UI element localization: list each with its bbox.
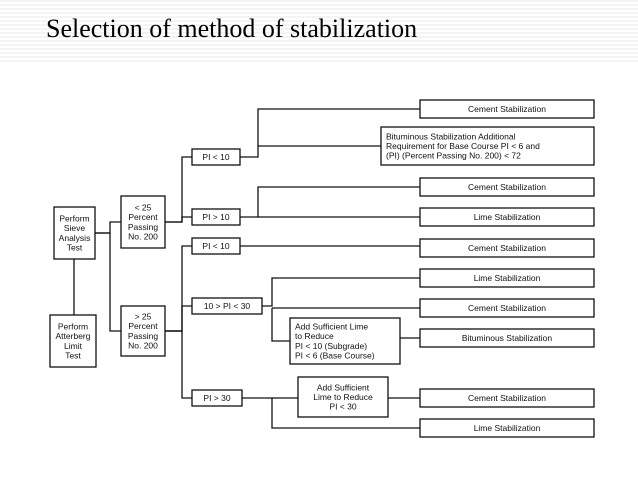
node-label: Perform xyxy=(59,214,89,224)
node-r-cement-1: Cement Stabilization xyxy=(419,99,595,119)
node-box xyxy=(419,418,595,438)
node-r-cement-3: Cement Stabilization xyxy=(419,238,595,258)
node-r-lime-2: Lime Stabilization xyxy=(419,268,595,288)
node-label: Atterberg xyxy=(56,331,91,341)
node-label: PI < 30 xyxy=(329,402,356,412)
node-label: Bituminous Stabilization Additional xyxy=(386,131,516,141)
node-box xyxy=(297,376,389,418)
node-label: Sieve xyxy=(64,223,86,233)
node-label: Cement Stabilization xyxy=(468,104,546,114)
node-label: Limit xyxy=(64,341,83,351)
connector-line xyxy=(165,305,192,332)
node-r-bitum-2: Bituminous Stabilization xyxy=(419,328,595,348)
node-box xyxy=(419,238,595,258)
connector-line xyxy=(95,232,121,332)
node-label: Lime Stabilization xyxy=(474,212,541,222)
node-box xyxy=(419,328,595,348)
connector-line xyxy=(240,186,420,218)
connector-line xyxy=(240,108,420,158)
node-label: Test xyxy=(65,350,81,360)
flowchart-nodes: PerformSieveAnalysisTestPerformAtterberg… xyxy=(49,99,595,438)
title-band xyxy=(0,0,638,62)
node-label: Lime Stabilization xyxy=(474,273,541,283)
node-box xyxy=(419,207,595,227)
slide-title: Selection of method of stabilization xyxy=(46,14,418,43)
node-box xyxy=(53,206,96,260)
node-box xyxy=(191,208,241,226)
connector-line xyxy=(242,397,420,429)
node-r-cement-2: Cement Stabilization xyxy=(419,177,595,197)
node-pi-lt10-a: PI < 10 xyxy=(191,148,241,166)
node-box xyxy=(419,99,595,119)
node-label: (PI) (Percent Passing No. 200) < 72 xyxy=(386,151,521,161)
node-box xyxy=(191,389,243,407)
node-label: Percent xyxy=(128,321,158,331)
connector-line xyxy=(271,308,290,342)
node-label: Percent xyxy=(128,212,158,222)
node-pi-lt10-b: PI < 10 xyxy=(191,237,241,255)
node-label: Bituminous Stabilization xyxy=(462,333,553,343)
connector-line xyxy=(165,156,192,223)
node-box xyxy=(419,177,595,197)
node-label: Cement Stabilization xyxy=(468,393,546,403)
node-label: to Reduce xyxy=(295,331,334,341)
node-label: Lime to Reduce xyxy=(313,392,373,402)
node-label: < 25 xyxy=(135,203,152,213)
node-label: > 25 xyxy=(135,312,152,322)
node-label: Test xyxy=(67,242,83,252)
connector-line xyxy=(95,221,121,234)
node-box xyxy=(289,317,401,365)
node-r-cement-5: Cement Stabilization xyxy=(419,388,595,408)
node-label: PI < 10 xyxy=(202,241,229,251)
node-box xyxy=(120,305,166,357)
node-label: PI > 30 xyxy=(203,393,230,403)
node-label: PI < 10 (Subgrade) xyxy=(295,341,367,351)
flowchart-edges xyxy=(73,108,420,429)
node-box xyxy=(120,195,166,249)
node-pi-10-30: 10 > PI < 30 xyxy=(191,297,263,315)
node-label: Passing xyxy=(128,222,159,232)
node-label: Add Sufficient Lime xyxy=(295,322,368,332)
node-label: PI < 6 (Base Course) xyxy=(295,350,375,360)
node-box xyxy=(49,314,97,368)
node-box xyxy=(191,148,241,166)
node-label: Lime Stabilization xyxy=(474,423,541,433)
node-r-bitum-1: Bituminous Stabilization AdditionalRequi… xyxy=(380,126,595,166)
node-box xyxy=(419,268,595,288)
node-label: Analysis xyxy=(59,233,91,243)
node-label: PI > 10 xyxy=(202,212,229,222)
node-r-cement-4: Cement Stabilization xyxy=(419,298,595,318)
node-box xyxy=(419,298,595,318)
connector-line xyxy=(165,330,192,399)
node-label: 10 > PI < 30 xyxy=(204,301,251,311)
node-label: No. 200 xyxy=(128,340,158,350)
node-label: No. 200 xyxy=(128,231,158,241)
connector-line xyxy=(165,245,192,332)
node-box xyxy=(191,297,263,315)
node-r-lime-3: Lime Stabilization xyxy=(419,418,595,438)
node-label: PI < 10 xyxy=(202,152,229,162)
node-box xyxy=(380,126,595,166)
node-pi-gt10: PI > 10 xyxy=(191,208,241,226)
node-box xyxy=(191,237,241,255)
node-label: Cement Stabilization xyxy=(468,243,546,253)
node-label: Cement Stabilization xyxy=(468,303,546,313)
node-pi-gt30: PI > 30 xyxy=(191,389,243,407)
connector-line xyxy=(165,216,192,223)
node-label: Perform xyxy=(58,322,88,332)
node-label: Requirement for Base Course PI < 6 and xyxy=(386,141,540,151)
node-label: Add Sufficient xyxy=(317,382,370,392)
node-label: Cement Stabilization xyxy=(468,182,546,192)
node-label: Passing xyxy=(128,331,159,341)
node-box xyxy=(419,388,595,408)
node-r-lime-1: Lime Stabilization xyxy=(419,207,595,227)
connector-line xyxy=(262,277,420,307)
